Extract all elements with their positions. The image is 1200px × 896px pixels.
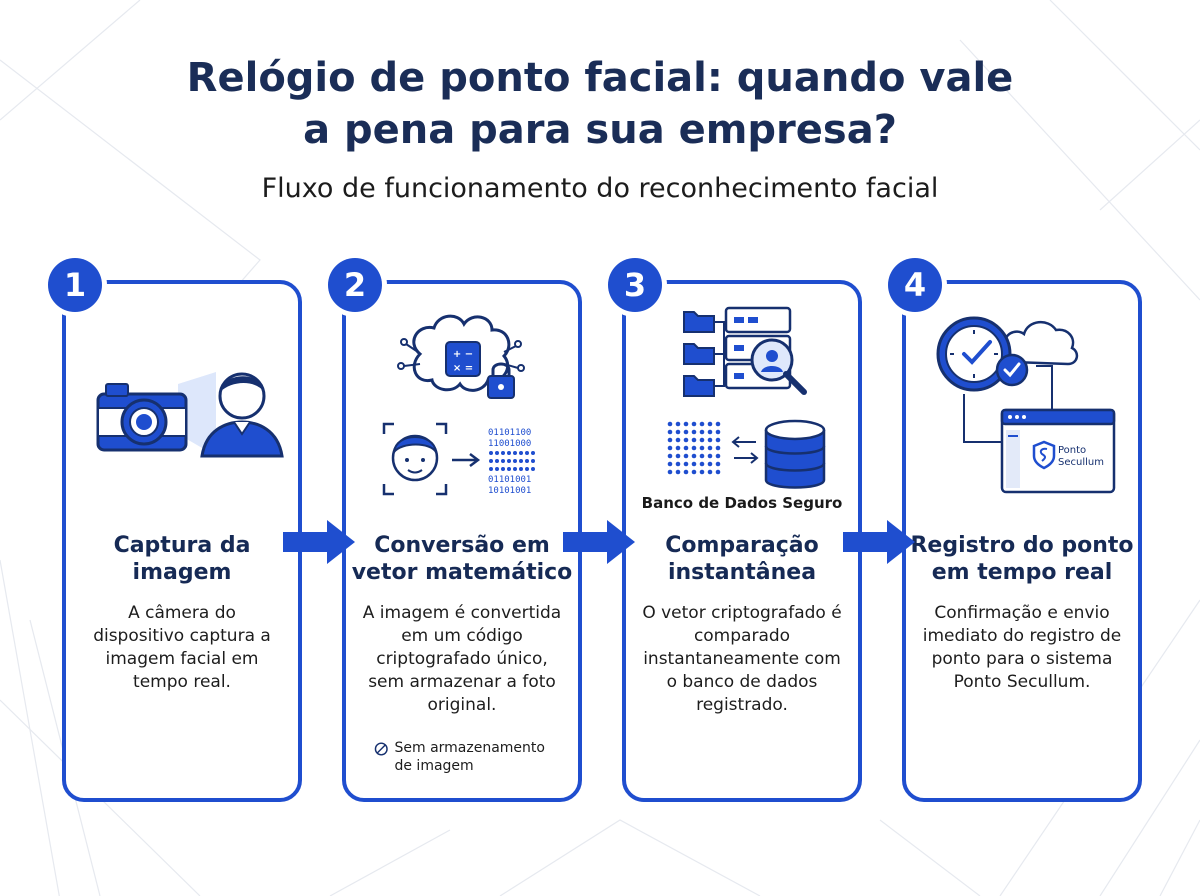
- binary-line: 01101001: [488, 475, 531, 485]
- brain-chip-lock-icon: + − × = 01101100 11001000: [346, 284, 578, 524]
- step-title-1: Captura da imagem: [113, 533, 251, 585]
- step-description-4: Confirmação e envio imediato do registro…: [922, 603, 1122, 692]
- arrow-right-icon: [283, 520, 355, 564]
- step-badge-4: 4: [888, 258, 942, 312]
- step-badge-3: 3: [608, 258, 662, 312]
- database-search-icon: Banco de Dados Seguro: [626, 284, 858, 524]
- step-description-3: O vetor criptografado é comparado instan…: [642, 603, 842, 715]
- title-line-1: Relógio de ponto facial: quando vale: [186, 55, 1014, 101]
- step-badge-1: 1: [48, 258, 102, 312]
- binary-line: 11001000: [488, 439, 531, 449]
- page-subtitle: Fluxo de funcionamento do reconhecimento…: [261, 173, 939, 204]
- step-title-4: Registro do ponto em tempo real: [910, 533, 1134, 585]
- prohibited-icon: [374, 742, 388, 756]
- privacy-note: Sem armazenamento de imagem: [374, 739, 564, 775]
- brand-name-line-1: Ponto: [1058, 445, 1086, 456]
- database-label: Banco de Dados Seguro: [641, 494, 843, 512]
- step-card-3: Banco de Dados Seguro Comparação instant…: [622, 280, 862, 802]
- arrow-right-icon: [563, 520, 635, 564]
- step-title-2: Conversão em vetor matemático: [351, 533, 573, 585]
- camera-capturing-face-icon: [66, 284, 298, 524]
- binary-line: 10101001: [488, 486, 531, 496]
- step-description-1: A câmera do dispositivo captura a imagem…: [93, 603, 271, 692]
- brand-name-line-2: Secullum: [1058, 457, 1104, 468]
- step-badge-2: 2: [328, 258, 382, 312]
- title-line-2: a pena para sua empresa?: [303, 107, 897, 153]
- step-card-1: Captura da imagem A câmera do dispositiv…: [62, 280, 302, 802]
- page-title: Relógio de ponto facial: quando vale a p…: [0, 52, 1200, 156]
- svg-text:+ −: + −: [453, 349, 473, 360]
- step-title-3: Comparação instantânea: [665, 533, 819, 585]
- svg-text:× =: × =: [453, 363, 473, 374]
- privacy-note-text: Sem armazenamento de imagem: [394, 740, 545, 774]
- step-description-2: A imagem é convertida em um código cript…: [362, 603, 562, 715]
- arrow-right-icon: [843, 520, 915, 564]
- binary-line: 01101100: [488, 428, 531, 438]
- step-card-4: Ponto Secullum Registro do ponto em temp…: [902, 280, 1142, 802]
- clock-cloud-check-icon: Ponto Secullum: [906, 284, 1138, 524]
- step-card-2: + − × = 01101100 11001000: [342, 280, 582, 802]
